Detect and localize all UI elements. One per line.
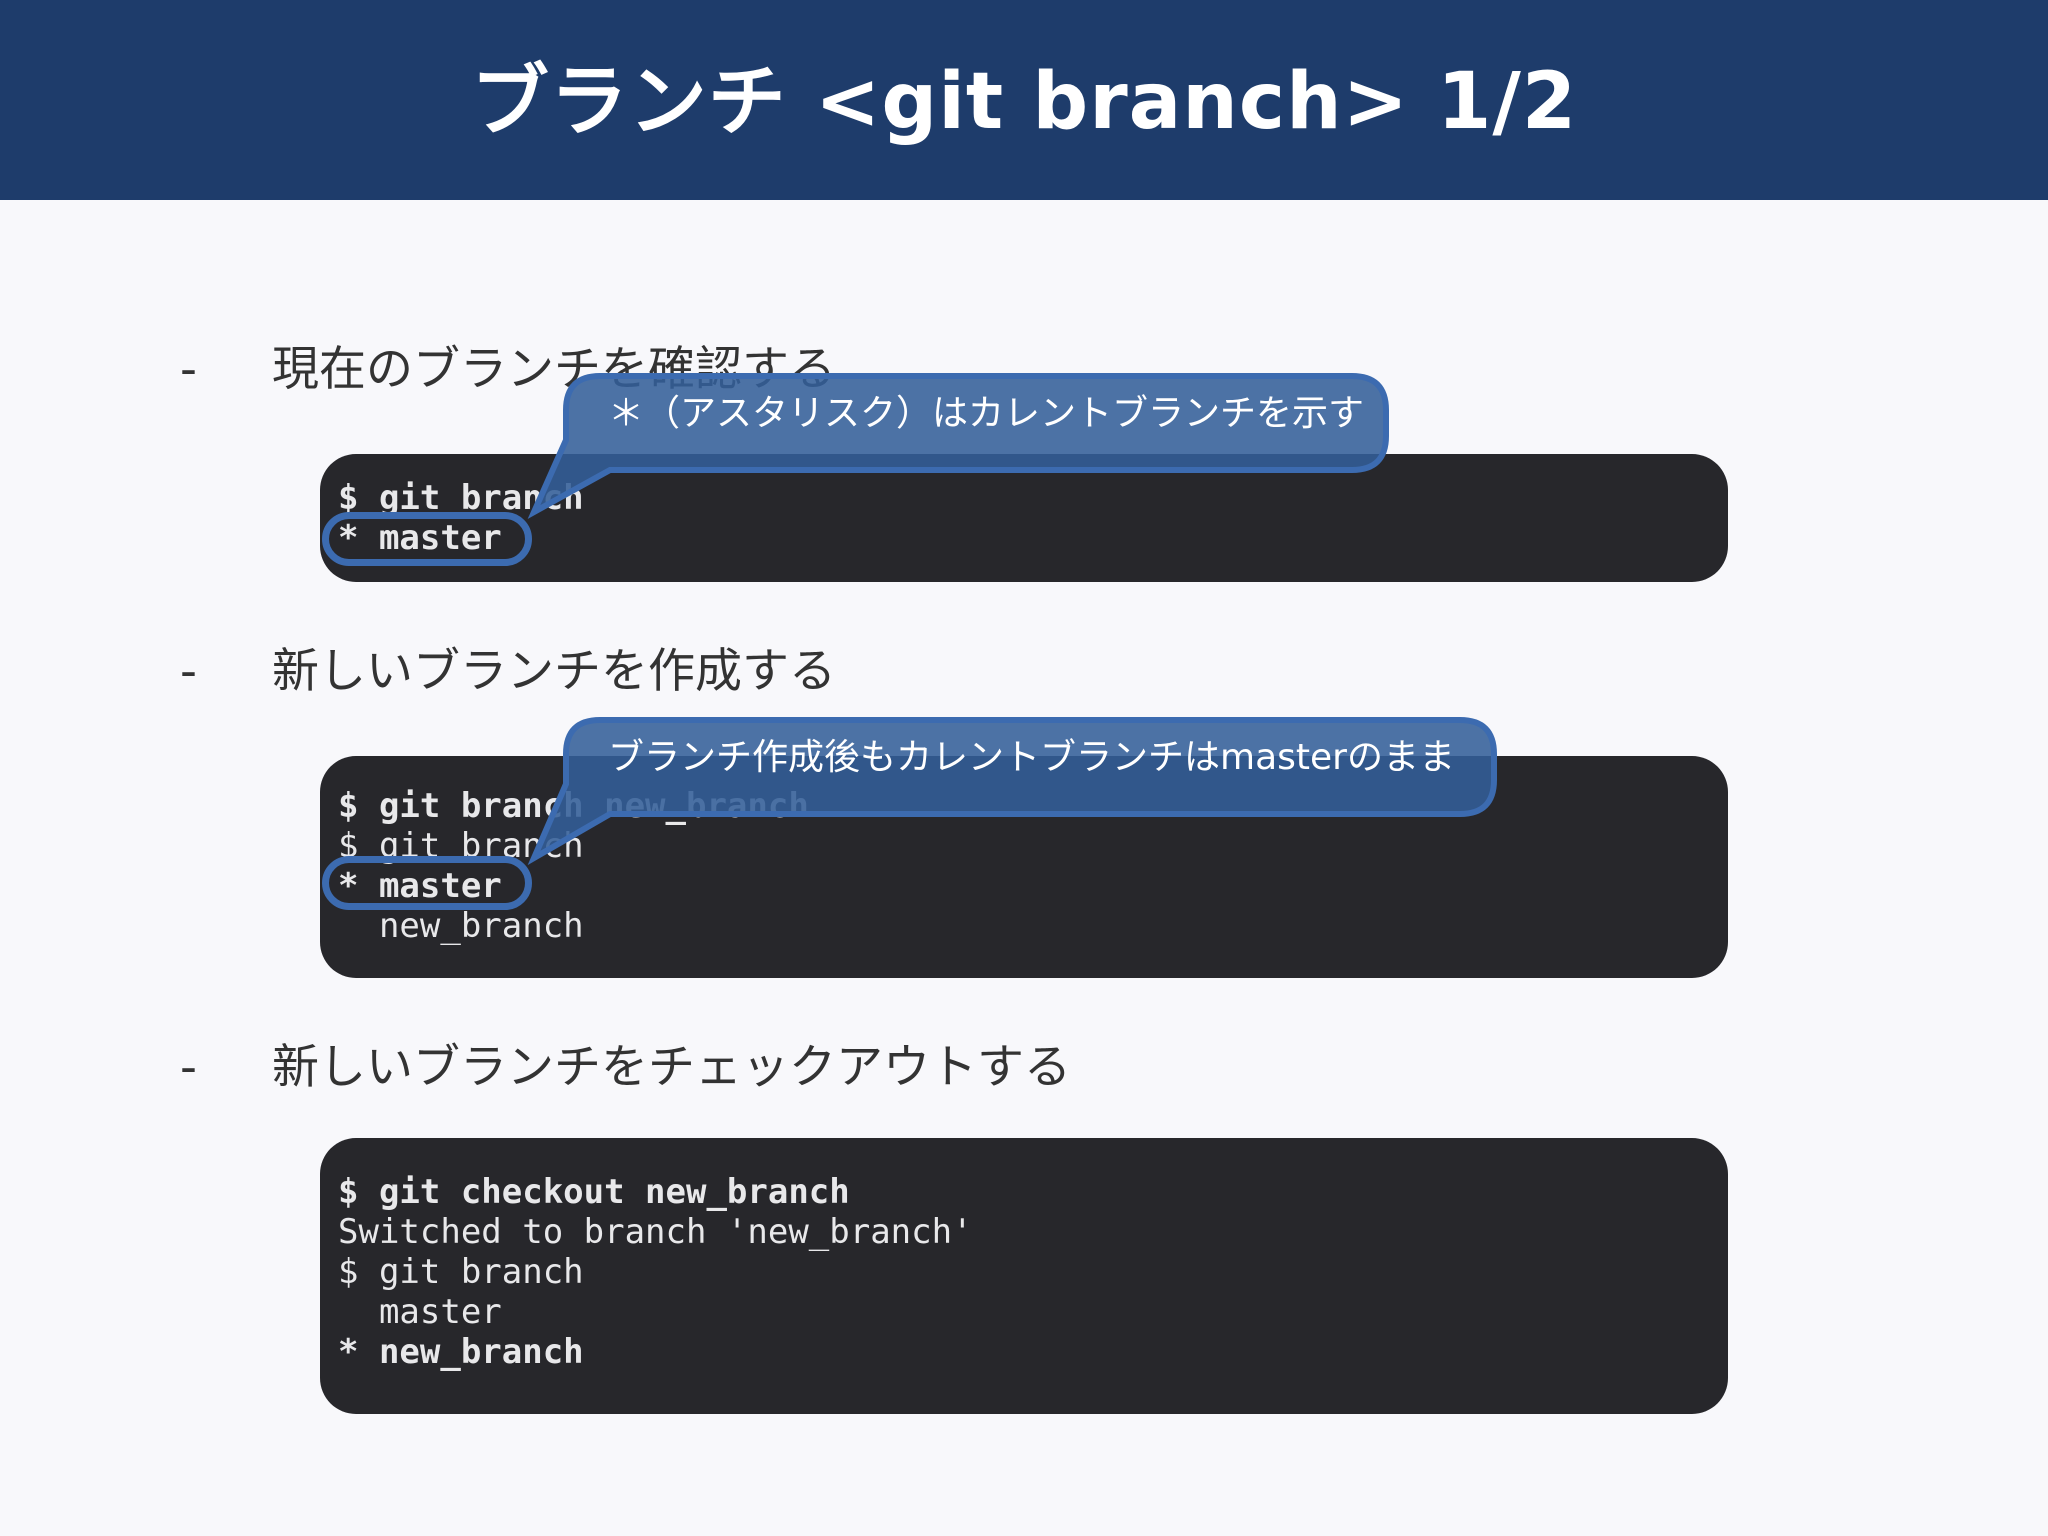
bullet-create-branch: - 新しいブランチを作成する — [180, 642, 1680, 702]
page-title: ブランチ <git branch> 1/2 — [470, 57, 1578, 147]
code-line: $ git branch — [338, 478, 584, 518]
bullet-dash: - — [180, 644, 197, 699]
title-bar: ブランチ <git branch> 1/2 — [0, 0, 2048, 200]
code-line: $ git checkout new_branch — [338, 1172, 850, 1212]
code-line: Switched to branch 'new_branch' — [338, 1212, 973, 1252]
code-block-checkout: $ git checkout new_branch Switched to br… — [320, 1138, 1728, 1414]
bullet-check-current-branch: - 現在のブランチを確認する — [180, 340, 1680, 400]
code-block-create-branch: $ git branch new_branch $ git branch * m… — [320, 756, 1728, 978]
bullet-text: 新しいブランチをチェックアウトする — [272, 1040, 1071, 1095]
code-line-current-branch: * new_branch — [338, 1332, 584, 1372]
bullet-dash: - — [180, 342, 197, 397]
callout-text-asterisk: ＊（アスタリスク）はカレントブランチを示す — [608, 393, 1365, 434]
code-line: master — [338, 1292, 502, 1332]
bullet-text: 現在のブランチを確認する — [272, 342, 836, 397]
code-line: $ git branch new_branch — [338, 786, 809, 826]
code-line-current-branch: * master — [338, 518, 502, 558]
bullet-dash: - — [180, 1040, 197, 1095]
current-branch-highlight — [322, 512, 532, 566]
code-block-git-branch: $ git branch * master — [320, 454, 1728, 582]
current-branch-highlight — [322, 856, 532, 910]
bullet-checkout-branch: - 新しいブランチをチェックアウトする — [180, 1038, 1680, 1098]
callout-text-master: ブランチ作成後もカレントブランチはmasterのまま — [608, 737, 1455, 778]
bullet-text: 新しいブランチを作成する — [272, 644, 836, 699]
code-line: $ git branch — [338, 1252, 584, 1292]
code-line: new_branch — [338, 906, 584, 946]
